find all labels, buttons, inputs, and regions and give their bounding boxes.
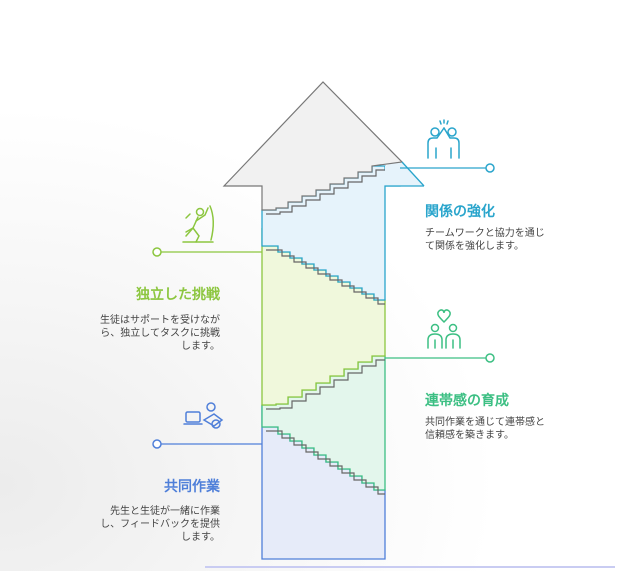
connector-collaboration: [152, 439, 262, 449]
arrow-head-right-fill: [385, 160, 424, 186]
step-title-relationship: 関係の強化: [425, 204, 495, 220]
step-title-independent: 独立した挑戦: [136, 287, 220, 303]
step-title-solidarity: 連帯感の育成: [425, 393, 509, 409]
step-title-collaboration: 共同作業: [164, 479, 220, 495]
step-desc-collaboration: 先生と生徒が一緒に作業 し、フィードバックを提供 します。: [100, 506, 220, 543]
collaboration-icon: [183, 402, 224, 429]
step-desc-relationship: チームワークと協力を通じ て関係を強化します。: [425, 228, 545, 252]
climber-icon: [182, 205, 214, 243]
stair-lines: [266, 169, 385, 495]
people-heart-icon: [427, 309, 461, 349]
arrow-head-edge: [401, 161, 425, 187]
connector-independent: [152, 247, 262, 257]
connector-relationship: [400, 163, 495, 173]
step-desc-independent: 生徒はサポートを受けなが ら、独立してタスクに挑戦 します。: [100, 315, 220, 352]
step-desc-solidarity: 共同作業を通じて連帯感と 信頼感を築きます。: [425, 417, 545, 441]
arrow-head: [222, 81, 404, 211]
bottom-divider: [205, 566, 615, 568]
connector-solidarity: [385, 353, 495, 363]
high-five-icon: [427, 119, 460, 159]
